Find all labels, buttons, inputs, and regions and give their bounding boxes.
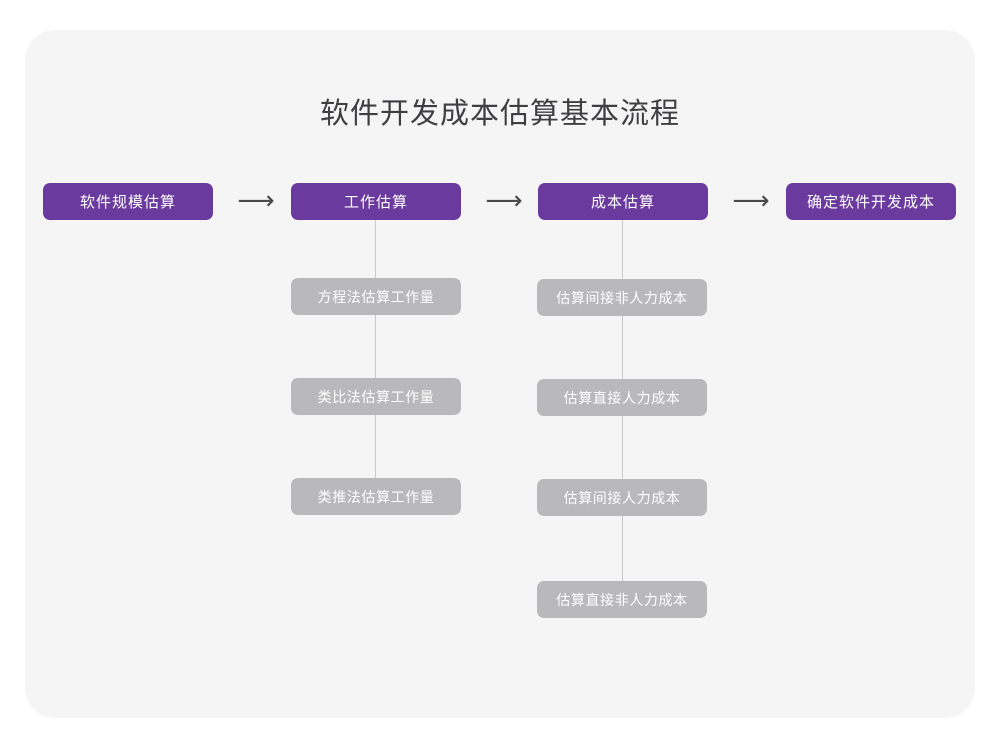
- stage-box-effort-estimation[interactable]: 工作估算: [291, 183, 461, 220]
- sub-box-direct-labor-cost[interactable]: 估算直接人力成本: [537, 379, 707, 416]
- stage-box-software-scale-estimation[interactable]: 软件规模估算: [43, 183, 213, 220]
- flow-arrow-2: ⟶: [485, 186, 523, 216]
- sub-box-indirect-nonlabor-cost[interactable]: 估算间接非人力成本: [537, 279, 707, 316]
- connector-line-stage2-branch: [375, 219, 376, 509]
- page-title: 软件开发成本估算基本流程: [319, 98, 680, 130]
- sub-box-indirect-labor-cost[interactable]: 估算间接人力成本: [537, 479, 707, 516]
- flow-arrow-1: ⟶: [237, 186, 275, 216]
- sub-box-effort-analogy-method[interactable]: 类比法估算工作量: [291, 378, 461, 415]
- sub-box-direct-nonlabor-cost[interactable]: 估算直接非人力成本: [537, 581, 707, 618]
- sub-box-effort-equation-method[interactable]: 方程法估算工作量: [291, 278, 461, 315]
- stage-box-determine-development-cost[interactable]: 确定软件开发成本: [786, 183, 956, 220]
- card-surface: [25, 30, 975, 718]
- flow-arrow-3: ⟶: [732, 186, 770, 216]
- stage-box-cost-estimation[interactable]: 成本估算: [538, 183, 708, 220]
- sub-box-effort-inference-method[interactable]: 类推法估算工作量: [291, 478, 461, 515]
